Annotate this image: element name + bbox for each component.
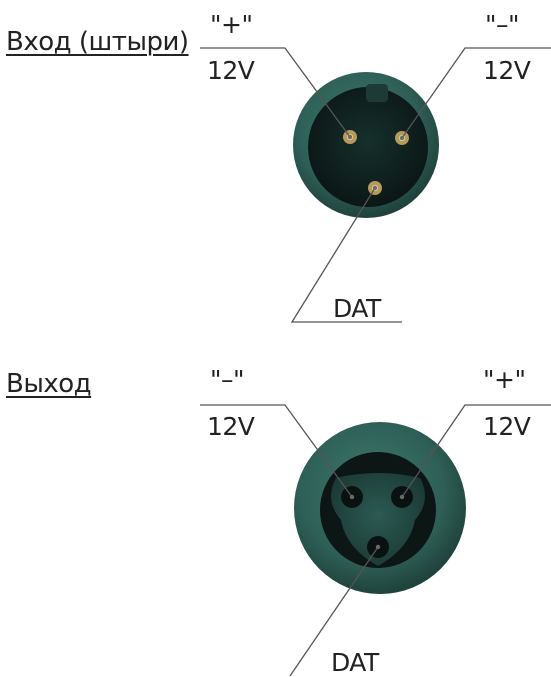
output-connector [294, 422, 466, 594]
output-leader-dots [349, 494, 405, 550]
output-left-voltage: 12V [207, 412, 255, 441]
input-title: Вход (штыри) [6, 27, 189, 57]
input-right-polarity: "–" [485, 10, 520, 39]
output-leader-lines [200, 404, 551, 676]
input-plus-leader [200, 47, 351, 138]
input-dat-label: DAT [333, 294, 381, 323]
output-dat-label: DAT [331, 648, 379, 677]
input-leader-dots [347, 134, 405, 191]
input-key-notch [366, 84, 388, 102]
input-leader-lines [200, 47, 551, 323]
input-connector-face [308, 87, 428, 207]
output-minus-leader [200, 404, 353, 498]
input-left-polarity: "+" [210, 10, 253, 39]
input-connector [293, 72, 439, 218]
output-right-voltage: 12V [483, 412, 531, 441]
input-right-voltage: 12V [483, 56, 531, 85]
output-right-polarity: "+" [483, 365, 526, 394]
input-left-voltage: 12V [207, 56, 255, 85]
output-plus-leader [401, 404, 551, 498]
output-left-polarity: "–" [210, 365, 245, 394]
output-title: Выход [6, 369, 92, 399]
input-dat-leader [290, 187, 402, 323]
output-dat-leader [289, 546, 379, 676]
input-minus-leader [401, 47, 551, 139]
